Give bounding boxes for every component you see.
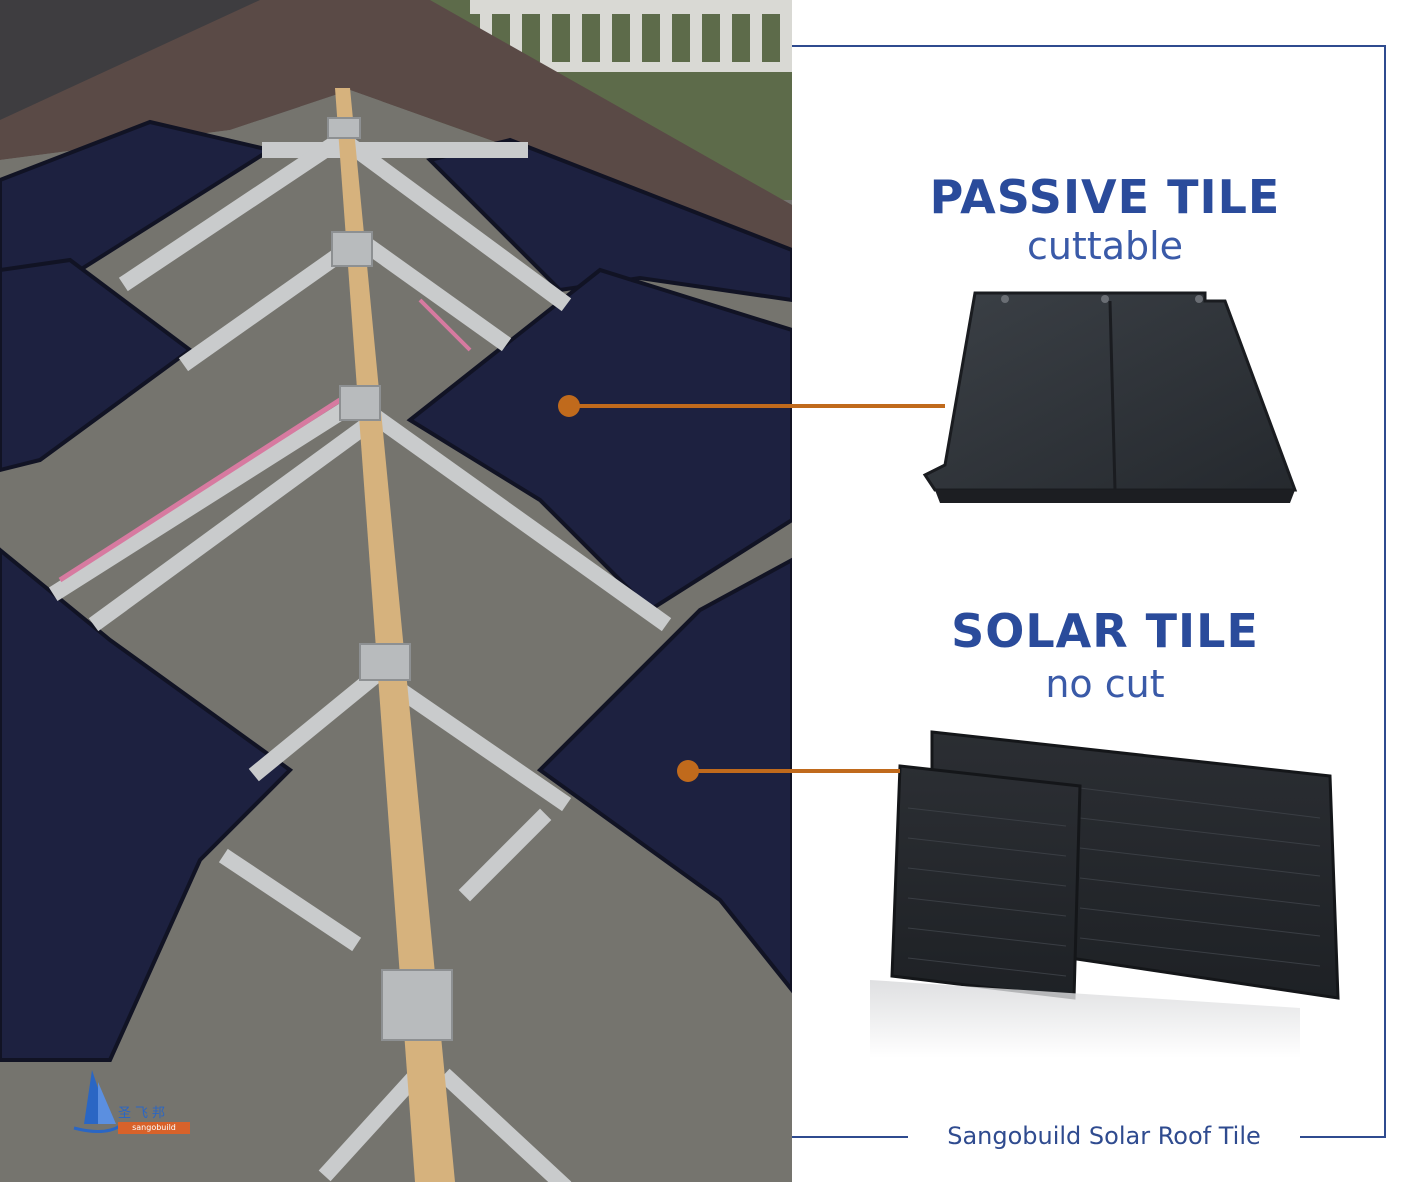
passive-tile-image bbox=[922, 291, 1298, 503]
frame-top-border bbox=[792, 45, 1386, 47]
solar-tile-subtitle: no cut bbox=[1045, 662, 1165, 706]
frame-right-border bbox=[1384, 45, 1386, 1137]
sangobuild-logo-icon bbox=[73, 1070, 121, 1133]
logo-chinese-name: 圣飞邦 bbox=[118, 1106, 170, 1121]
logo-brand-strip: sangobuild bbox=[118, 1122, 190, 1134]
solar-tile-image bbox=[870, 730, 1340, 1058]
roof-installation-photo bbox=[0, 0, 792, 1182]
passive-tile-subtitle: cuttable bbox=[1026, 224, 1184, 268]
solar-tile-title: SOLAR TILE bbox=[951, 604, 1259, 658]
passive-tile-title: PASSIVE TILE bbox=[929, 170, 1281, 224]
footer-caption: Sangobuild Solar Roof Tile bbox=[947, 1122, 1261, 1150]
frame-bottom-border-left bbox=[792, 1136, 908, 1138]
roof-photo-illustration bbox=[0, 0, 792, 1182]
frame-bottom-border-right bbox=[1300, 1136, 1386, 1138]
